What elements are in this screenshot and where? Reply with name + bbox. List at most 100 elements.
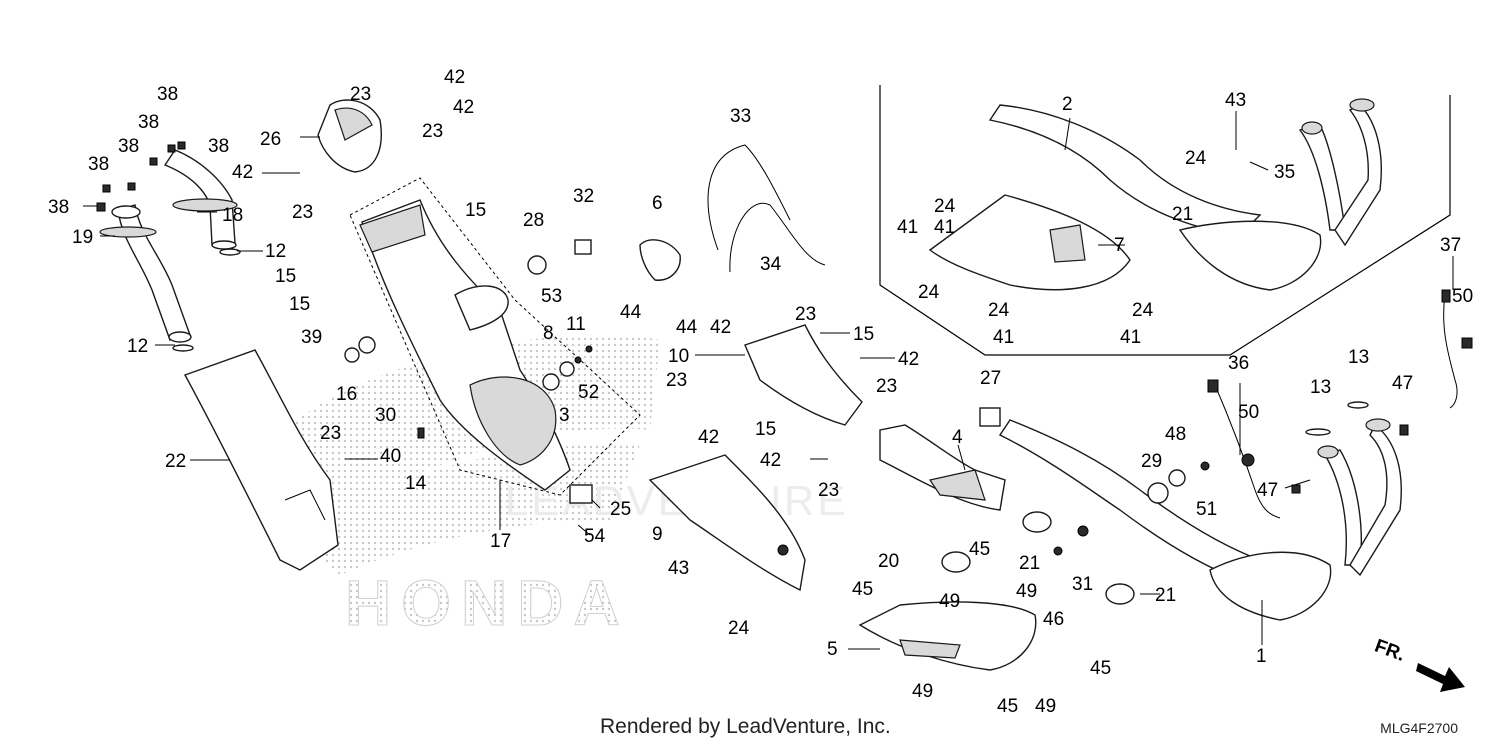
- callout-19[interactable]: 19: [72, 227, 93, 248]
- callout-38-c[interactable]: 38: [118, 136, 139, 157]
- callout-28[interactable]: 28: [523, 210, 544, 231]
- callout-42-a[interactable]: 42: [444, 67, 465, 88]
- callout-26[interactable]: 26: [260, 129, 281, 150]
- callout-15-d[interactable]: 15: [853, 324, 874, 345]
- callout-33[interactable]: 33: [730, 106, 751, 127]
- callout-41-c[interactable]: 41: [993, 327, 1014, 348]
- callout-22[interactable]: 22: [165, 451, 186, 472]
- callout-8[interactable]: 8: [543, 323, 554, 344]
- callout-44-b[interactable]: 44: [676, 317, 698, 338]
- callout-21-a[interactable]: 21: [1172, 204, 1193, 225]
- callout-23-g[interactable]: 23: [876, 376, 897, 397]
- callout-5[interactable]: 5: [827, 639, 838, 660]
- callout-39[interactable]: 39: [301, 327, 322, 348]
- callout-45-b[interactable]: 45: [852, 579, 873, 600]
- callout-3[interactable]: 3: [559, 405, 570, 426]
- callout-45-d[interactable]: 45: [997, 696, 1018, 717]
- callout-9[interactable]: 9: [652, 524, 663, 545]
- callout-35[interactable]: 35: [1274, 162, 1295, 183]
- callout-41-d[interactable]: 41: [1120, 327, 1141, 348]
- callout-38-f[interactable]: 38: [208, 136, 229, 157]
- callout-17[interactable]: 17: [490, 531, 511, 552]
- callout-24-d[interactable]: 24: [988, 300, 1010, 321]
- callout-45-a[interactable]: 45: [969, 539, 990, 560]
- callout-14[interactable]: 14: [405, 473, 427, 494]
- callout-49-a[interactable]: 49: [1016, 581, 1037, 602]
- callout-34[interactable]: 34: [760, 254, 782, 275]
- callout-51[interactable]: 51: [1196, 499, 1217, 520]
- callout-38-a[interactable]: 38: [48, 197, 69, 218]
- callout-23-c[interactable]: 23: [292, 202, 313, 223]
- callout-49-b[interactable]: 49: [939, 591, 960, 612]
- callout-38-d[interactable]: 38: [138, 112, 159, 133]
- callout-24-f[interactable]: 24: [728, 618, 750, 639]
- callout-47-a[interactable]: 47: [1392, 373, 1413, 394]
- callout-38-e[interactable]: 38: [157, 84, 178, 105]
- callout-41-b[interactable]: 41: [934, 217, 955, 238]
- callout-13-left[interactable]: 13: [1310, 377, 1331, 398]
- callout-40[interactable]: 40: [380, 446, 401, 467]
- callout-41-a[interactable]: 41: [897, 217, 918, 238]
- callout-15-c[interactable]: 15: [289, 294, 310, 315]
- callout-42-g[interactable]: 42: [760, 450, 781, 471]
- callout-42-f[interactable]: 42: [698, 427, 719, 448]
- callout-30[interactable]: 30: [375, 405, 396, 426]
- callout-23-e[interactable]: 23: [795, 304, 816, 325]
- callout-25[interactable]: 25: [610, 499, 631, 520]
- callout-42-d[interactable]: 42: [710, 317, 731, 338]
- callout-36[interactable]: 36: [1228, 353, 1249, 374]
- callout-50-b[interactable]: 50: [1452, 286, 1473, 307]
- callout-43-a[interactable]: 43: [1225, 90, 1246, 111]
- callout-1[interactable]: 1: [1256, 646, 1267, 667]
- callout-23-f[interactable]: 23: [666, 370, 687, 391]
- callout-29[interactable]: 29: [1141, 451, 1162, 472]
- callout-2[interactable]: 2: [1062, 94, 1073, 115]
- callout-24-e[interactable]: 24: [1132, 300, 1154, 321]
- callout-44-a[interactable]: 44: [620, 302, 642, 323]
- callout-47-b[interactable]: 47: [1257, 480, 1278, 501]
- callout-24-c[interactable]: 24: [918, 282, 940, 303]
- callout-12-upper[interactable]: 12: [265, 241, 286, 262]
- callout-43-b[interactable]: 43: [668, 558, 689, 579]
- callout-20[interactable]: 20: [878, 551, 899, 572]
- callout-23-b[interactable]: 23: [422, 121, 443, 142]
- callout-49-d[interactable]: 49: [1035, 696, 1056, 717]
- callout-4[interactable]: 4: [952, 427, 963, 448]
- callout-31[interactable]: 31: [1072, 574, 1093, 595]
- callout-49-c[interactable]: 49: [912, 681, 933, 702]
- callout-7[interactable]: 7: [1114, 235, 1125, 256]
- callout-52[interactable]: 52: [578, 382, 599, 403]
- clamp-6: [639, 239, 681, 281]
- callout-18[interactable]: 18: [222, 205, 243, 226]
- callout-42-b[interactable]: 42: [453, 97, 474, 118]
- callout-27[interactable]: 27: [980, 368, 1001, 389]
- callout-23-d[interactable]: 23: [320, 423, 341, 444]
- callout-45-c[interactable]: 45: [1090, 658, 1111, 679]
- callout-46[interactable]: 46: [1043, 609, 1064, 630]
- callout-15-e[interactable]: 15: [755, 419, 776, 440]
- callout-53[interactable]: 53: [541, 286, 562, 307]
- callout-21-c[interactable]: 21: [1155, 585, 1176, 606]
- callout-38-b[interactable]: 38: [88, 154, 109, 175]
- callout-42-c[interactable]: 42: [232, 162, 253, 183]
- callout-10[interactable]: 10: [668, 346, 689, 367]
- callout-37[interactable]: 37: [1440, 235, 1461, 256]
- callout-13-right[interactable]: 13: [1348, 347, 1369, 368]
- callout-6[interactable]: 6: [652, 193, 663, 214]
- callout-12-lower[interactable]: 12: [127, 336, 148, 357]
- bracket-10: [744, 324, 863, 426]
- callout-15-b[interactable]: 15: [275, 266, 296, 287]
- callout-23-a[interactable]: 23: [350, 84, 371, 105]
- callout-11[interactable]: 11: [566, 314, 586, 335]
- callout-21-b[interactable]: 21: [1019, 553, 1040, 574]
- callout-42-e[interactable]: 42: [898, 349, 919, 370]
- callout-32[interactable]: 32: [573, 186, 594, 207]
- callout-24-a[interactable]: 24: [1185, 148, 1207, 169]
- callout-15-a[interactable]: 15: [465, 200, 486, 221]
- callout-54[interactable]: 54: [584, 526, 606, 547]
- callout-50-a[interactable]: 50: [1238, 402, 1259, 423]
- callout-16[interactable]: 16: [336, 384, 357, 405]
- callout-23-h[interactable]: 23: [818, 480, 839, 501]
- callout-48[interactable]: 48: [1165, 424, 1186, 445]
- callout-24-b[interactable]: 24: [934, 196, 956, 217]
